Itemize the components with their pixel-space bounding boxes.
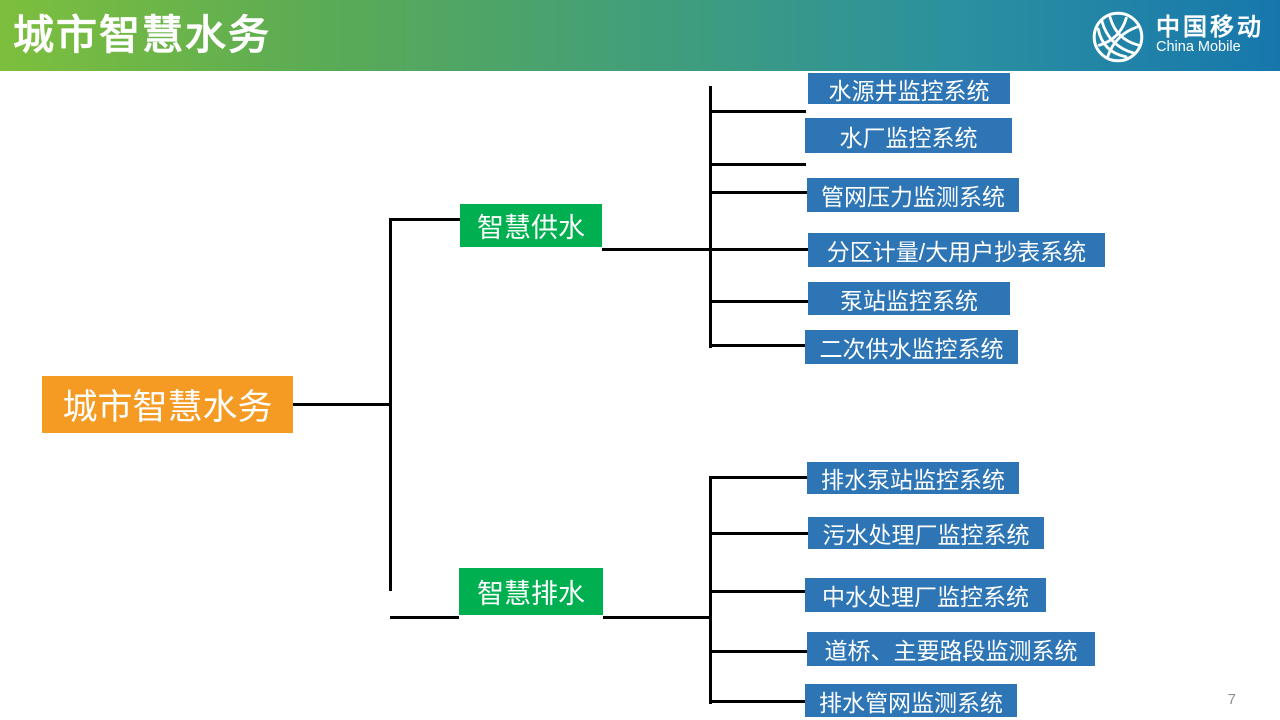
china-mobile-swirl-icon [1092,11,1144,62]
connector-root-to-trunk [293,403,392,406]
header-bar: 城市智慧水务 中国移动 China Mobile [0,0,1280,71]
connector-drainage-stub-5 [710,700,805,703]
connector-drainage-stub-1 [710,476,807,479]
connector-trunk-to-drainage [390,616,459,619]
tree-leaf-node: 水源井监控系统 [808,73,1010,104]
china-mobile-logo: 中国移动 China Mobile [1090,0,1264,71]
tree-branch-node-drainage: 智慧排水 [459,568,603,615]
tree-leaf-node: 二次供水监控系统 [805,330,1018,364]
connector-supply-stub-2 [710,163,806,166]
connector-drainage-out [603,616,710,619]
logo-text-en: China Mobile [1156,39,1241,56]
tree-leaf-node: 中水处理厂监控系统 [805,578,1046,612]
tree-leaf-node: 管网压力监测系统 [807,178,1019,212]
connector-drainage-stub-3 [710,590,805,593]
connector-supply-vertical [709,86,712,348]
tree-leaf-node: 排水管网监测系统 [805,684,1017,717]
tree-root-node: 城市智慧水务 [42,376,293,433]
connector-drainage-stub-2 [710,532,808,535]
china-mobile-logo-text: 中国移动 China Mobile [1156,15,1264,55]
connector-trunk-vertical [389,218,392,591]
tree-leaf-node: 排水泵站监控系统 [807,462,1019,494]
connector-supply-stub-3 [710,191,807,194]
tree-leaf-node: 污水处理厂监控系统 [808,517,1044,549]
tree-leaf-node: 泵站监控系统 [808,282,1010,315]
connector-supply-stub-6 [710,344,805,347]
page-number: 7 [1227,691,1236,708]
connector-trunk-to-supply [390,218,460,221]
slide-title: 城市智慧水务 [13,12,271,58]
connector-supply-out [602,248,808,251]
connector-supply-stub-1 [710,110,806,113]
tree-branch-node-supply: 智慧供水 [460,204,602,247]
connector-supply-stub-5 [710,300,808,303]
tree-leaf-node: 道桥、主要路段监测系统 [807,632,1095,666]
tree-leaf-node: 分区计量/大用户抄表系统 [808,233,1105,267]
tree-leaf-node: 水厂监控系统 [805,118,1012,153]
connector-drainage-stub-4 [710,650,807,653]
logo-text-cn: 中国移动 [1156,14,1264,42]
